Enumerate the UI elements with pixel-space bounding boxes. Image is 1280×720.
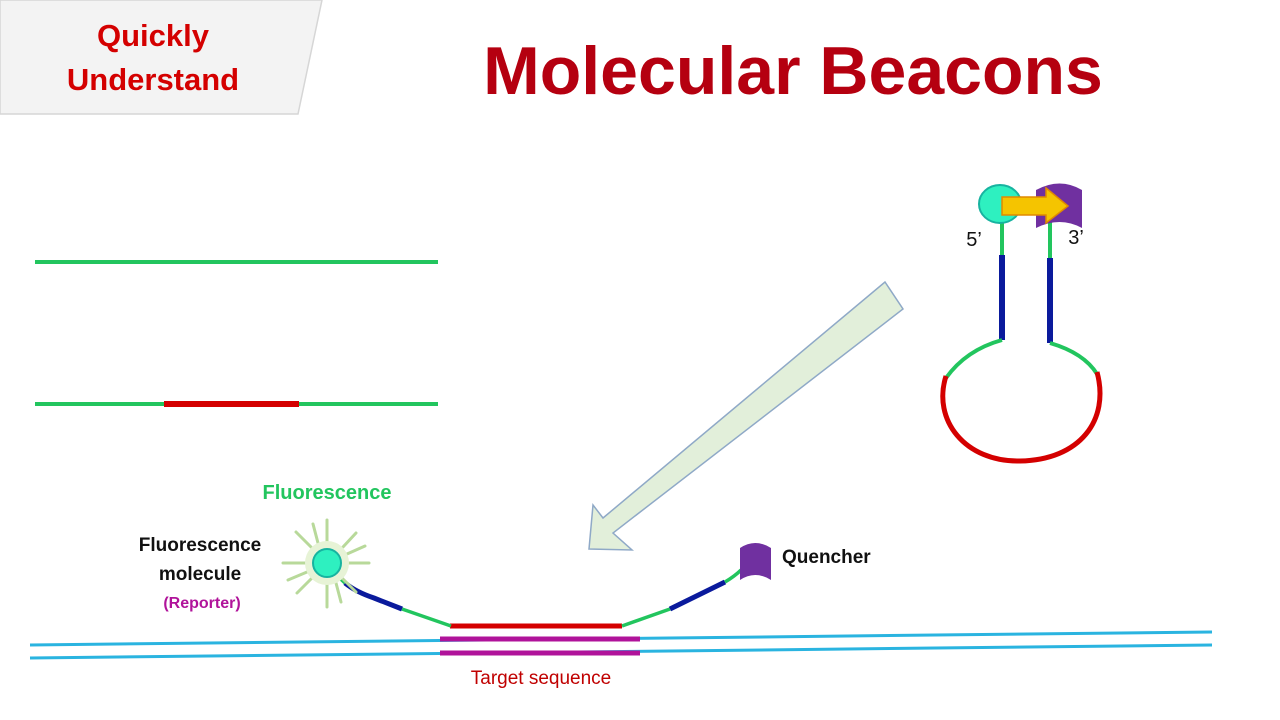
energy-transfer-arrow-icon	[1001, 186, 1070, 225]
fluorescence-molecule-label-line2: molecule	[159, 564, 241, 585]
target-sequence-label: Target sequence	[471, 668, 612, 689]
hybridized-beacon	[332, 568, 743, 629]
quencher-icon	[740, 543, 771, 580]
fluorescence-molecule-label-line1: Fluorescence	[139, 535, 262, 556]
logo-line2: Understand	[67, 62, 239, 97]
logo-line1: Quickly	[97, 18, 210, 53]
logo-badge: Quickly Understand	[0, 0, 323, 115]
fluorescence-label: Fluorescence	[263, 482, 392, 504]
reporter-label: (Reporter)	[163, 595, 240, 612]
reporter-dye-icon	[312, 548, 342, 578]
quencher-label: Quencher	[782, 547, 871, 568]
three-prime-label: 3’	[1068, 227, 1084, 249]
glowing-reporter-icon	[281, 518, 371, 609]
hairpin-beacon: 5’ 3’	[940, 183, 1103, 464]
loop-probe-sequence	[940, 371, 1103, 464]
page-title: Molecular Beacons	[483, 33, 1103, 109]
binding-direction-arrow	[588, 280, 905, 551]
target-dna	[29, 630, 1213, 660]
five-prime-label: 5’	[966, 229, 982, 251]
